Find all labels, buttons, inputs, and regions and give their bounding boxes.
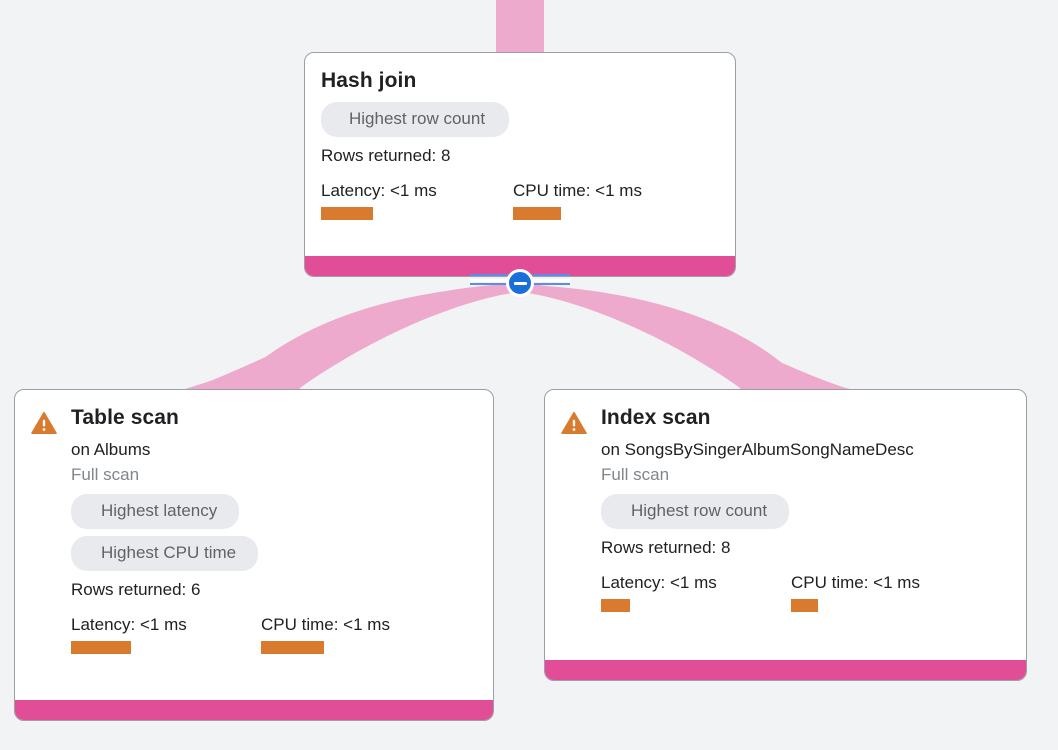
edge-band-left-2	[229, 285, 518, 392]
node-subtitle: on SongsBySingerAlbumSongNameDesc	[601, 440, 914, 459]
node-accent-bar	[15, 700, 493, 720]
warning-triangle-icon	[561, 411, 587, 435]
ribbon-left	[182, 283, 519, 390]
metric-cpu-time: CPU time: <1 ms	[791, 572, 981, 612]
node-accent-bar	[305, 256, 735, 276]
metric-latency-label: Latency: <1 ms	[321, 181, 437, 200]
node-chips: Highest row count	[601, 494, 1010, 529]
node-scan-type: Full scan	[71, 465, 140, 484]
metric-latency-bar	[71, 641, 131, 654]
ribbon-left-thick	[178, 284, 519, 390]
node-chip[interactable]: Highest row count	[321, 102, 510, 137]
metric-latency: Latency: <1 ms	[321, 180, 513, 220]
metric-latency-bar	[321, 207, 373, 220]
node-body: Table scan on Albums Full scan Highest l…	[15, 390, 493, 700]
node-header-text: Hash join Highest row count Rows returne…	[321, 67, 719, 220]
node-body: Hash join Highest row count Rows returne…	[305, 53, 735, 256]
flow-edge-left	[229, 284, 519, 391]
node-header: Index scan on SongsBySingerAlbumSongName…	[561, 404, 1010, 612]
metric-cpu-time-label: CPU time: <1 ms	[791, 573, 920, 592]
metric-latency-label: Latency: <1 ms	[71, 615, 187, 634]
node-subtitle: on Albums	[71, 440, 151, 459]
node-chip[interactable]: Highest CPU time	[71, 536, 259, 571]
minus-glyph	[513, 281, 527, 285]
node-rows-returned: Rows returned: 8	[601, 538, 731, 557]
plan-node-table-scan[interactable]: Table scan on Albums Full scan Highest l…	[14, 389, 494, 721]
metric-latency-label: Latency: <1 ms	[601, 573, 717, 592]
metric-latency: Latency: <1 ms	[71, 614, 261, 654]
flow-edge-left-body	[227, 283, 520, 391]
node-scan-type: Full scan	[601, 465, 670, 484]
ribbon-right-main	[521, 283, 862, 391]
node-chips: Highest row count	[321, 102, 719, 137]
node-title: Index scan	[601, 406, 711, 429]
metric-cpu-time-label: CPU time: <1 ms	[513, 181, 642, 200]
node-header: Table scan on Albums Full scan Highest l…	[31, 404, 477, 654]
node-metrics: Latency: <1 ms CPU time: <1 ms	[601, 572, 1010, 612]
edge-band-right	[520, 284, 808, 392]
node-header-text: Table scan on Albums Full scan Highest l…	[71, 404, 477, 654]
ribbon-left-main	[178, 283, 519, 391]
metric-latency-bar	[601, 599, 630, 612]
edge-incoming-root	[496, 0, 544, 54]
metric-cpu-time: CPU time: <1 ms	[261, 614, 451, 654]
node-metrics: Latency: <1 ms CPU time: <1 ms	[71, 614, 477, 654]
node-chip[interactable]: Highest row count	[601, 494, 790, 529]
node-rows-returned: Rows returned: 8	[321, 146, 451, 165]
node-chip[interactable]: Highest latency	[71, 494, 240, 529]
metric-cpu-time-label: CPU time: <1 ms	[261, 615, 390, 634]
collapse-minus-icon[interactable]	[506, 269, 534, 297]
flow-edge-right-body	[520, 283, 813, 391]
node-rows-returned: Rows returned: 6	[71, 580, 201, 599]
metric-cpu-time: CPU time: <1 ms	[513, 180, 703, 220]
metric-cpu-time-bar	[513, 207, 561, 220]
node-title: Table scan	[71, 406, 179, 429]
edge-hashjoin-to-index-scan	[530, 286, 810, 390]
warning-triangle-icon	[31, 411, 57, 435]
node-header-text: Index scan on SongsBySingerAlbumSongName…	[601, 404, 1010, 612]
plan-node-hash-join[interactable]: Hash join Highest row count Rows returne…	[304, 52, 736, 277]
metric-cpu-time-bar	[261, 641, 324, 654]
metric-cpu-time-bar	[791, 599, 818, 612]
edge-band-left	[232, 284, 520, 392]
node-title: Hash join	[321, 69, 417, 92]
node-metrics: Latency: <1 ms CPU time: <1 ms	[321, 180, 719, 220]
node-body: Index scan on SongsBySingerAlbumSongName…	[545, 390, 1026, 660]
node-chips: Highest latency Highest CPU time	[71, 494, 477, 571]
edge-hashjoin-to-table-scan	[230, 286, 510, 390]
node-accent-bar	[545, 660, 1026, 680]
edge-hashjoin-to-table-scan-fill	[232, 284, 512, 390]
node-header: Hash join Highest row count Rows returne…	[321, 67, 719, 220]
metric-latency: Latency: <1 ms	[601, 572, 791, 612]
plan-node-index-scan[interactable]: Index scan on SongsBySingerAlbumSongName…	[544, 389, 1027, 681]
